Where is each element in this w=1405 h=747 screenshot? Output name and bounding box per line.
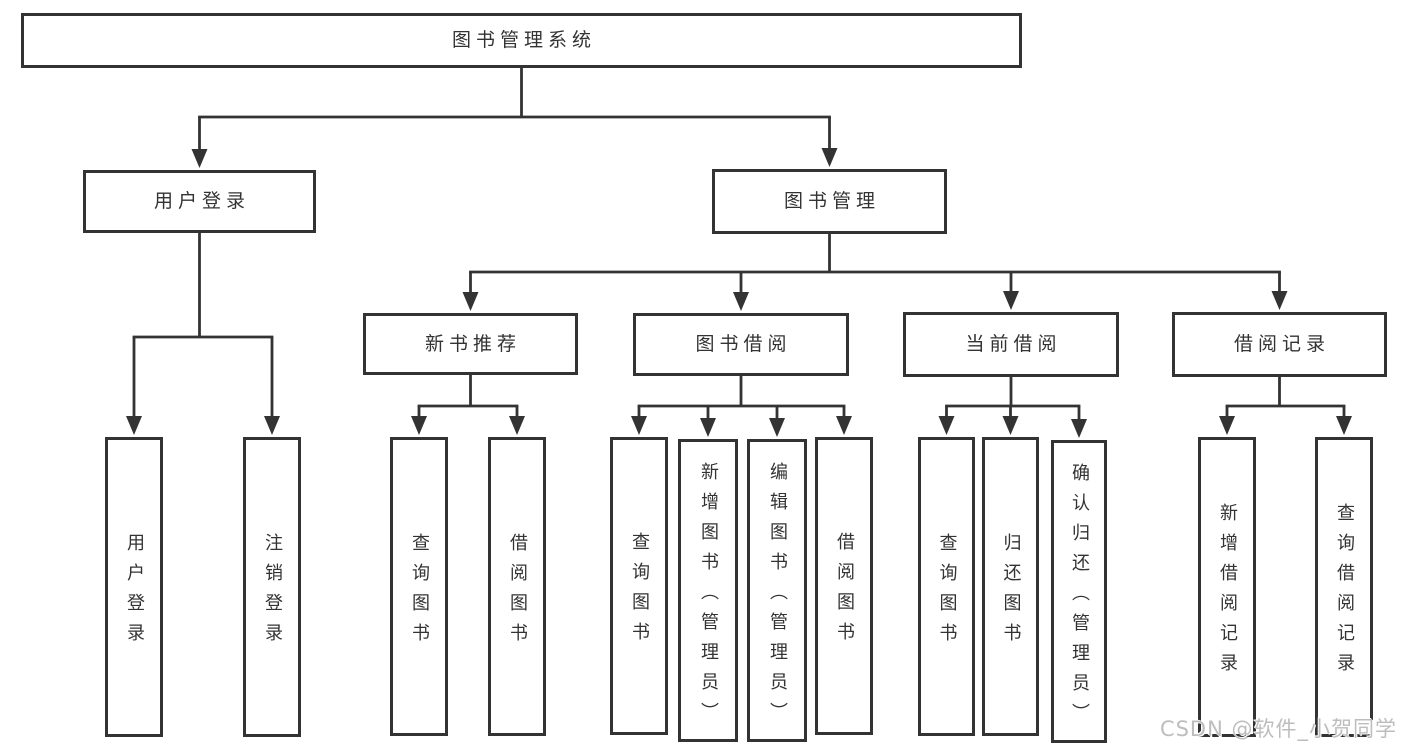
arrowhead-icon (700, 418, 716, 437)
leaf-confirm-return-admin: 确认归还（管理员） (1051, 440, 1107, 743)
leaf-edit-book-admin: 编辑图书（管理员） (747, 439, 807, 742)
node-user-login-label: 用户登录 (153, 190, 250, 212)
node-book-borrowing-label: 图书借阅 (695, 333, 792, 355)
leaf-query-books-3-label: 查询图书 (936, 532, 958, 653)
leaf-add-book-admin: 新增图书（管理员） (678, 439, 738, 742)
arrowhead-icon (836, 416, 852, 435)
arrowhead-icon (462, 292, 479, 311)
node-book-management-label: 图书管理 (783, 190, 880, 212)
node-borrowing-records-label: 借阅记录 (1233, 333, 1330, 355)
leaf-query-books-2-label: 查询图书 (629, 532, 650, 652)
arrowhead-icon (733, 292, 749, 311)
node-user-login: 用户登录 (83, 170, 316, 233)
leaf-borrow-books-1: 借阅图书 (488, 437, 546, 736)
node-borrowing-records: 借阅记录 (1172, 312, 1387, 377)
leaf-add-borrow-record-label: 新增借阅记录 (1217, 503, 1238, 683)
arrowhead-icon (1002, 416, 1019, 435)
arrowhead-icon (1271, 291, 1288, 310)
leaf-confirm-return-admin-label: 确认归还（管理员） (1069, 462, 1090, 733)
leaf-query-borrow-record-label: 查询借阅记录 (1334, 503, 1355, 683)
leaf-logout-label: 注销登录 (262, 533, 283, 653)
arrowhead-icon (821, 148, 838, 167)
leaf-borrow-books-1-label: 借阅图书 (507, 532, 528, 653)
leaf-user-login: 用户登录 (105, 437, 163, 737)
arrowhead-icon (938, 416, 955, 435)
leaf-user-login-label: 用户登录 (124, 533, 145, 653)
node-book-borrowing: 图书借阅 (633, 313, 849, 376)
arrowhead-icon (264, 416, 280, 435)
leaf-borrow-books-2-label: 借阅图书 (834, 532, 855, 652)
arrowhead-icon (126, 416, 142, 435)
arrowhead-icon (631, 416, 647, 435)
arrowhead-icon (1219, 416, 1235, 435)
leaf-logout: 注销登录 (243, 437, 301, 737)
node-current-borrowing-label: 当前借阅 (965, 333, 1062, 355)
leaf-borrow-books-2: 借阅图书 (815, 437, 873, 735)
node-library-management-system: 图书管理系统 (21, 13, 1022, 68)
leaf-query-books-1-label: 查询图书 (409, 532, 430, 653)
node-library-management-system-label: 图书管理系统 (451, 29, 596, 51)
leaf-return-books-label: 归还图书 (1000, 532, 1022, 653)
leaf-add-borrow-record: 新增借阅记录 (1198, 437, 1256, 737)
arrowhead-icon (769, 418, 785, 437)
watermark: CSDN @软件_小贺同学 (1159, 717, 1397, 741)
arrowhead-icon (411, 416, 427, 435)
leaf-edit-book-admin-label: 编辑图书（管理员） (767, 461, 788, 732)
leaf-query-books-3: 查询图书 (918, 437, 975, 736)
arrowhead-icon (1003, 291, 1019, 310)
leaf-query-borrow-record: 查询借阅记录 (1315, 437, 1373, 737)
arrowhead-icon (509, 416, 525, 435)
node-current-borrowing: 当前借阅 (903, 312, 1119, 377)
leaf-add-book-admin-label: 新增图书（管理员） (698, 461, 719, 732)
arrowhead-icon (191, 149, 208, 168)
leaf-query-books-2: 查询图书 (610, 437, 668, 735)
node-new-book-recommendation-label: 新书推荐 (424, 332, 521, 355)
leaf-return-books: 归还图书 (982, 437, 1039, 736)
leaf-query-books-1: 查询图书 (390, 437, 448, 736)
node-book-management: 图书管理 (712, 169, 947, 234)
arrowhead-icon (1071, 419, 1087, 438)
node-new-book-recommendation: 新书推荐 (363, 313, 578, 375)
arrowhead-icon (1336, 416, 1352, 435)
